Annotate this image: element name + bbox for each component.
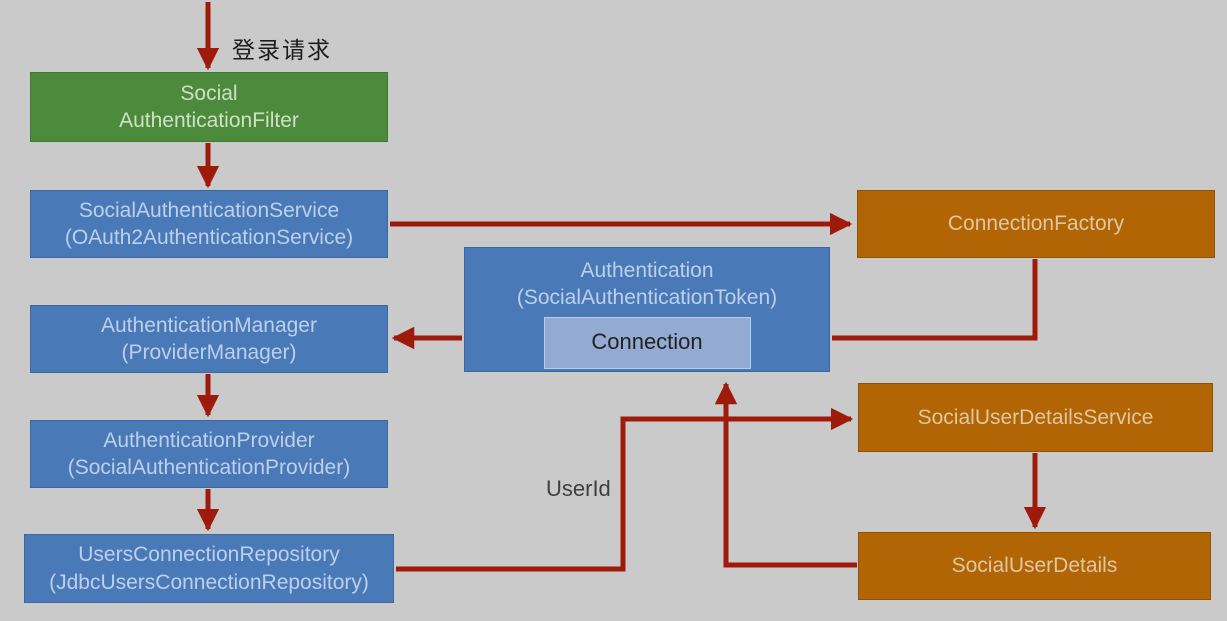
node-label: SocialUserDetails (951, 554, 1118, 578)
arrow-details-to-authentication (714, 381, 857, 568)
node-authentication-manager: AuthenticationManager (ProviderManager) (30, 305, 388, 373)
node-label: SocialAuthenticationService (OAuth2Authe… (64, 198, 354, 249)
node-label: Social AuthenticationFilter (119, 81, 299, 132)
node-authentication-provider: AuthenticationProvider (SocialAuthentica… (30, 420, 388, 488)
node-label: Connection (591, 329, 703, 355)
node-authentication-token: Authentication (SocialAuthenticationToke… (464, 247, 830, 372)
node-label: AuthenticationManager (ProviderManager) (101, 313, 317, 364)
node-label: Authentication (SocialAuthenticationToke… (516, 259, 778, 310)
node-social-authentication-service: SocialAuthenticationService (OAuth2Authe… (30, 190, 388, 258)
node-social-authentication-filter: Social AuthenticationFilter (30, 72, 388, 142)
node-label: AuthenticationProvider (SocialAuthentica… (67, 428, 351, 479)
node-social-user-details: SocialUserDetails (858, 532, 1211, 600)
arrow-repository-userid-to-details-service (396, 407, 854, 572)
line-connection-factory-to-authentication (832, 259, 1038, 341)
node-label: ConnectionFactory (947, 212, 1125, 236)
node-social-user-details-service: SocialUserDetailsService (858, 383, 1213, 452)
node-connection: Connection (543, 316, 751, 369)
node-connection-factory: ConnectionFactory (857, 190, 1215, 258)
node-label: UsersConnectionRepository (JdbcUsersConn… (49, 543, 369, 594)
userid-label: UserId (546, 476, 611, 501)
node-users-connection-repository: UsersConnectionRepository (JdbcUsersConn… (24, 534, 394, 603)
login-request-label: 登录请求 (232, 37, 332, 63)
node-label: SocialUserDetailsService (917, 405, 1154, 429)
